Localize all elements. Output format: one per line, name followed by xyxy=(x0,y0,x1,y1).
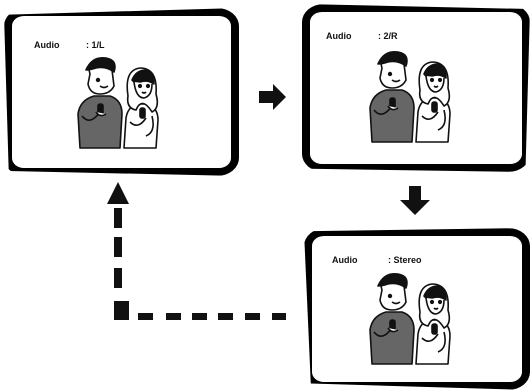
tv-screen-3: Audio : Stereo xyxy=(304,228,530,390)
tv-screen-1: Audio : 1/L xyxy=(4,8,239,176)
tv-screen-2: Audio : 2/R xyxy=(302,4,530,172)
osd-audio-label: Audio xyxy=(326,31,352,41)
osd-audio-label: Audio xyxy=(332,255,358,265)
right-arrow-icon xyxy=(259,84,286,110)
down-arrow-icon xyxy=(400,186,430,215)
osd-audio-value: : 2/R xyxy=(378,31,398,41)
osd-audio-value: : Stereo xyxy=(388,255,422,265)
dashed-return-arrow xyxy=(107,182,286,320)
screen-1-display xyxy=(12,16,231,168)
osd-audio-label: Audio xyxy=(34,40,60,50)
osd-audio-value: : 1/L xyxy=(86,40,105,50)
